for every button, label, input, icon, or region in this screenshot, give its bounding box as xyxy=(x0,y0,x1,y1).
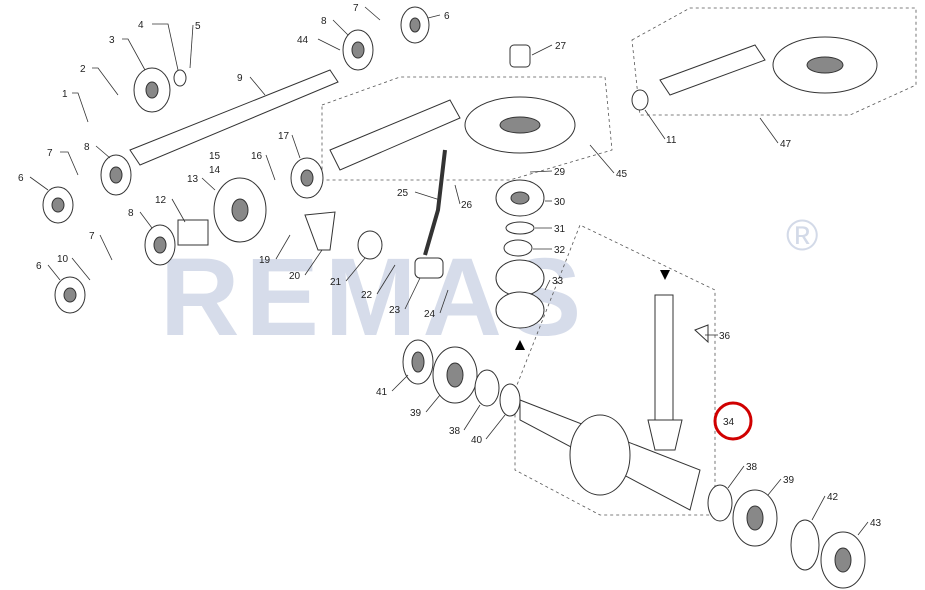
callout-25[interactable]: 25 xyxy=(397,188,409,199)
cap-27 xyxy=(509,44,531,68)
callout-43[interactable]: 43 xyxy=(870,518,882,529)
callouts: 1 2 3 4 5 6 7 8 9 7 8 6 44 15 14 16 17 1… xyxy=(18,3,882,529)
callout-30[interactable]: 30 xyxy=(554,197,566,208)
leader-lines xyxy=(29,6,869,536)
bearing-8a xyxy=(100,154,132,196)
ring-4 xyxy=(173,69,187,87)
callout-45[interactable]: 45 xyxy=(616,169,628,180)
bearing-8c xyxy=(342,29,374,71)
ring-38b xyxy=(707,484,733,522)
pinion-shaft-34 xyxy=(519,294,701,511)
callout-15[interactable]: 15 xyxy=(209,151,221,162)
seal-43 xyxy=(820,531,866,589)
ring-38a xyxy=(474,369,500,407)
shaft-9 xyxy=(129,69,339,166)
callout-1[interactable]: 1 xyxy=(62,89,68,100)
callout-27[interactable]: 27 xyxy=(555,41,567,52)
arrow-down-icon xyxy=(660,270,670,280)
ring-40 xyxy=(499,383,521,417)
callout-21[interactable]: 21 xyxy=(330,277,342,288)
callout-39[interactable]: 39 xyxy=(410,408,422,419)
callout-31[interactable]: 31 xyxy=(554,224,566,235)
callout-29[interactable]: 29 xyxy=(554,167,566,178)
gear-13 xyxy=(213,177,267,243)
gear-3 xyxy=(133,67,171,113)
callout-38[interactable]: 38 xyxy=(449,426,461,437)
callout-39[interactable]: 39 xyxy=(783,475,795,486)
callout-10[interactable]: 10 xyxy=(57,254,69,265)
callout-42[interactable]: 42 xyxy=(827,492,839,503)
callout-22[interactable]: 22 xyxy=(361,290,373,301)
callout-36[interactable]: 36 xyxy=(719,331,731,342)
key-36 xyxy=(694,324,709,344)
callout-12[interactable]: 12 xyxy=(155,195,167,206)
callout-13[interactable]: 13 xyxy=(187,174,199,185)
callout-34[interactable]: 34 xyxy=(723,417,735,428)
callout-11[interactable]: 11 xyxy=(666,135,677,146)
bearing-30 xyxy=(495,179,545,217)
callout-8[interactable]: 8 xyxy=(128,208,134,219)
callout-44[interactable]: 44 xyxy=(297,35,309,46)
callout-40[interactable]: 40 xyxy=(471,435,483,446)
callout-26[interactable]: 26 xyxy=(461,200,473,211)
callout-6[interactable]: 6 xyxy=(18,173,24,184)
callout-7[interactable]: 7 xyxy=(89,231,95,242)
rod-25 xyxy=(423,149,447,256)
fork-20 xyxy=(304,211,336,251)
callout-16[interactable]: 16 xyxy=(251,151,263,162)
lever-23 xyxy=(414,257,444,279)
bearing-17 xyxy=(290,157,324,199)
ring-32 xyxy=(503,239,533,257)
callout-38[interactable]: 38 xyxy=(746,462,758,473)
callout-8[interactable]: 8 xyxy=(321,16,327,27)
callout-47[interactable]: 47 xyxy=(780,139,792,150)
seal-6a xyxy=(42,186,74,224)
callout-3[interactable]: 3 xyxy=(109,35,115,46)
callout-41[interactable]: 41 xyxy=(376,387,388,398)
callout-4[interactable]: 4 xyxy=(138,20,144,31)
callout-6[interactable]: 6 xyxy=(444,11,450,22)
group-47-outline xyxy=(631,7,917,116)
callout-6[interactable]: 6 xyxy=(36,261,42,272)
seal-41 xyxy=(402,339,434,385)
callout-20[interactable]: 20 xyxy=(289,271,301,282)
watermark-registered: ® xyxy=(786,211,818,260)
callout-5[interactable]: 5 xyxy=(195,21,201,32)
shaft-47 xyxy=(659,36,878,96)
callout-23[interactable]: 23 xyxy=(389,305,401,316)
washer-11 xyxy=(631,89,649,111)
shaft-45 xyxy=(329,96,576,171)
callout-2[interactable]: 2 xyxy=(80,64,86,75)
callout-7[interactable]: 7 xyxy=(47,148,53,159)
callout-9[interactable]: 9 xyxy=(237,73,243,84)
callout-8[interactable]: 8 xyxy=(84,142,90,153)
callout-24[interactable]: 24 xyxy=(424,309,436,320)
bearing-39a xyxy=(432,346,478,404)
callout-7[interactable]: 7 xyxy=(353,3,359,14)
bearing-8b xyxy=(144,224,176,266)
ring-31 xyxy=(505,221,535,235)
callout-33[interactable]: 33 xyxy=(552,276,564,287)
seal-6b xyxy=(54,276,86,314)
callout-14[interactable]: 14 xyxy=(209,165,221,176)
seal-6c xyxy=(400,6,430,44)
circlip-42 xyxy=(790,519,820,571)
highlight-circle xyxy=(713,401,753,441)
bearing-39b xyxy=(732,489,778,547)
bearing-33 xyxy=(495,259,545,329)
bush-21 xyxy=(357,230,383,260)
arrow-up-icon xyxy=(515,340,525,350)
callout-32[interactable]: 32 xyxy=(554,245,566,256)
callout-19[interactable]: 19 xyxy=(259,255,271,266)
spring-12 xyxy=(177,219,209,246)
callout-17[interactable]: 17 xyxy=(278,131,290,142)
